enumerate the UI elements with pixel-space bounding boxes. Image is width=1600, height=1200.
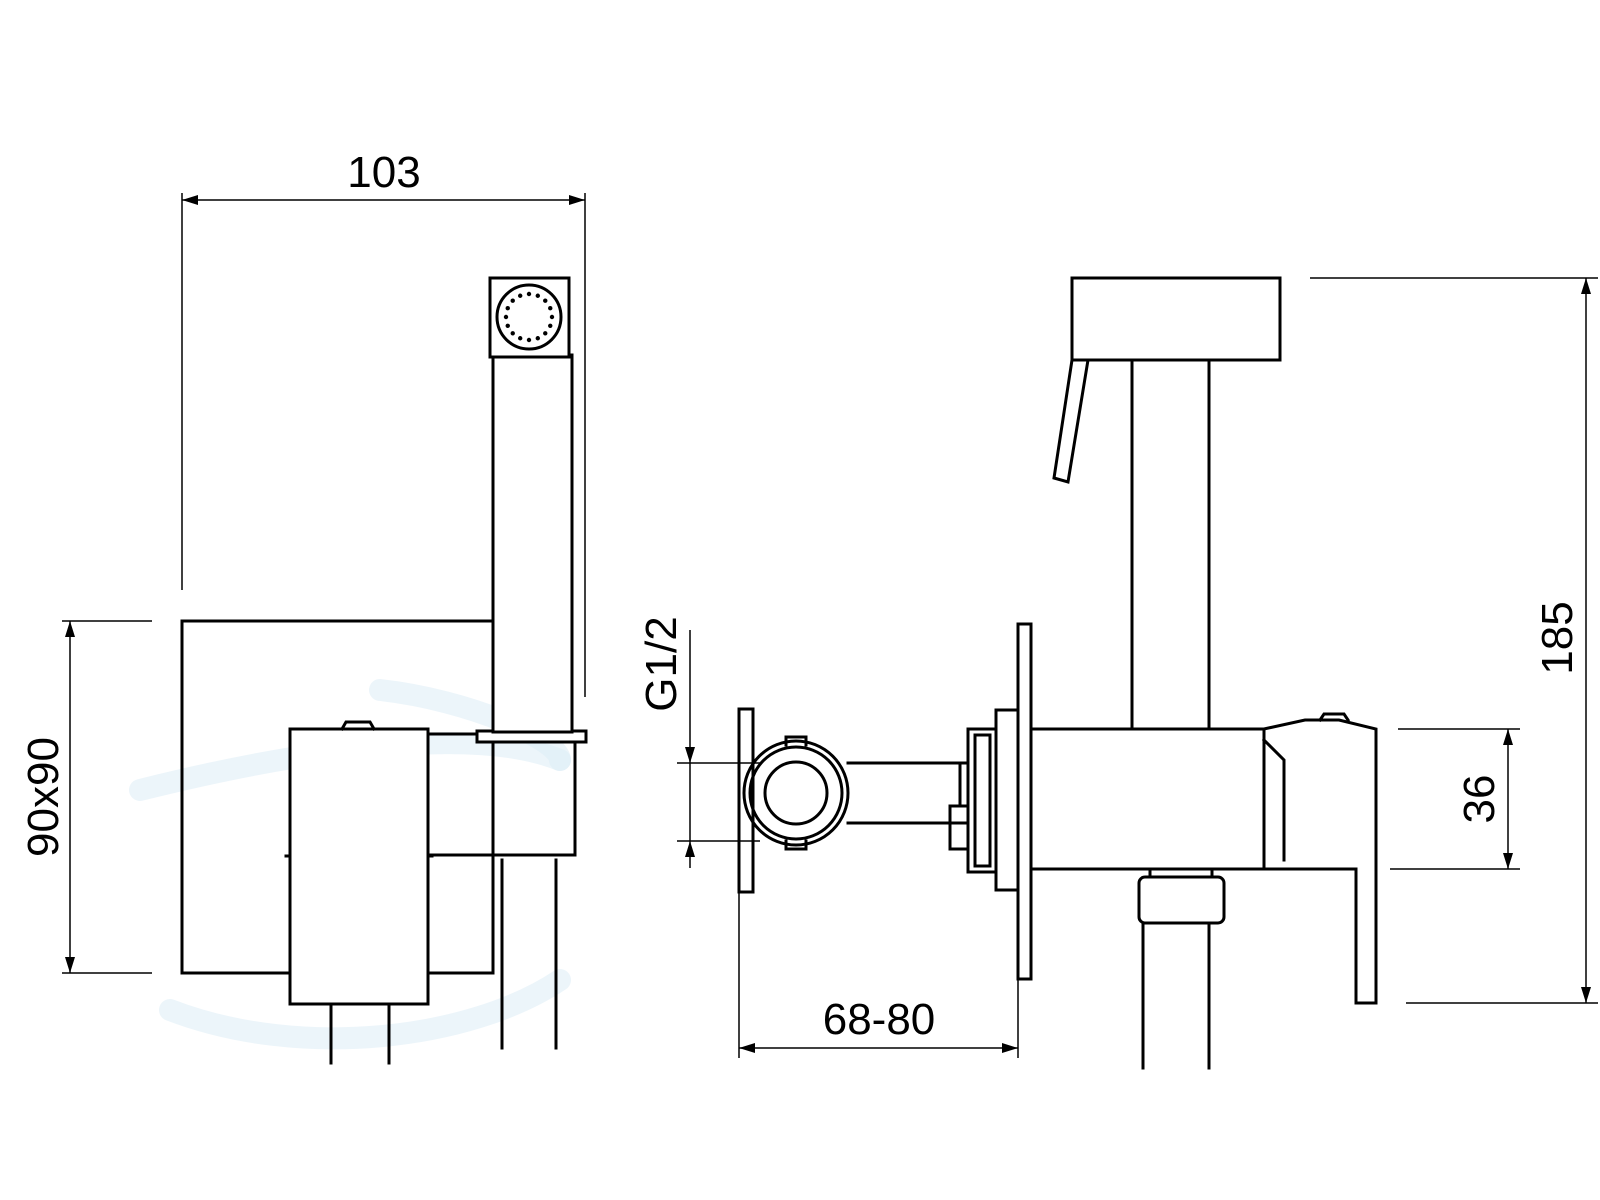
holder-tube <box>1130 358 1211 731</box>
fitting-plate <box>737 707 755 894</box>
spray-nozzles <box>503 291 555 343</box>
side-view: G1/2 68-80 185 36 <box>637 276 1598 1070</box>
spray-head <box>488 276 571 359</box>
inlet-fitting-outer <box>742 739 850 847</box>
mixer-body-side <box>1029 727 1266 871</box>
rosette-ring-inner <box>973 733 992 868</box>
hose-connector <box>1137 875 1226 925</box>
dim-90x90-label: 90x90 <box>19 737 68 857</box>
hose-connector-top <box>1148 867 1214 879</box>
dim-g12-arrow-top <box>685 747 695 763</box>
dim-36-arrow-top <box>1503 729 1513 745</box>
spray-nozzle-hole <box>526 337 532 343</box>
spray-nozzle-hole <box>543 298 548 303</box>
inlet-fitting-nut <box>784 735 808 747</box>
lever-edge <box>1261 737 1286 862</box>
hose-right <box>1141 921 1211 1070</box>
dim-6880-label: 68-80 <box>823 995 936 1044</box>
wall-rosette <box>1016 622 1033 981</box>
spray-nozzle-hole <box>543 331 548 336</box>
spray-trigger <box>1052 358 1090 484</box>
dim-185-arrow-top <box>1581 278 1591 294</box>
dim-103-arrow-right <box>569 195 585 205</box>
mixer-lever <box>1262 718 1378 1005</box>
mixer-body <box>288 727 430 1006</box>
lever-cap <box>1317 712 1351 723</box>
spray-nozzle-hole <box>505 323 510 329</box>
spray-nozzle-hole <box>548 305 553 311</box>
mixer-cap <box>339 720 377 732</box>
spray-nozzle-hole <box>535 336 541 341</box>
dim-103-label: 103 <box>347 148 420 197</box>
inlet-fitting-nut-bottom <box>784 839 808 851</box>
dim-6880-arrow-right <box>1002 1043 1018 1053</box>
spray-nozzle-hole <box>505 305 510 311</box>
dim-36-label: 36 <box>1455 775 1504 824</box>
dim-90-arrow-bottom <box>65 957 75 973</box>
front-view: 103 90x90 <box>19 148 588 1065</box>
pipe-collar <box>948 761 970 851</box>
spray-nozzle-hole <box>526 291 532 297</box>
connecting-pipe <box>846 761 970 825</box>
dim-185-arrow-bottom <box>1581 987 1591 1003</box>
dim-36-arrow-bottom <box>1503 853 1513 869</box>
dim-90-arrow-top <box>65 621 75 637</box>
rosette-collar <box>994 708 1020 892</box>
spray-head-side <box>1070 276 1282 362</box>
spray-nozzle-hole <box>517 293 523 298</box>
inlet-fitting-mid <box>748 745 844 841</box>
spray-nozzle-hole <box>510 331 515 336</box>
spray-nozzle-hole <box>517 336 523 341</box>
spray-handle-body <box>491 353 574 734</box>
hose-left-front <box>500 858 558 1050</box>
spray-face <box>495 283 563 351</box>
spray-nozzle-hole <box>510 298 515 303</box>
mixer-outlet-pipe <box>329 1002 391 1065</box>
dim-g12-label: G1/2 <box>637 616 686 711</box>
spray-nozzle-hole <box>503 314 509 320</box>
dim-6880-arrow-left <box>739 1043 755 1053</box>
dim-g12-arrow-bottom <box>685 841 695 857</box>
dim-103-arrow-left <box>182 195 198 205</box>
spray-nozzle-hole <box>549 314 555 320</box>
spray-nozzle-hole <box>548 323 553 329</box>
dim-185-label: 185 <box>1533 601 1582 674</box>
spray-nozzle-hole <box>535 293 541 298</box>
inlet-fitting-inner <box>763 760 829 826</box>
